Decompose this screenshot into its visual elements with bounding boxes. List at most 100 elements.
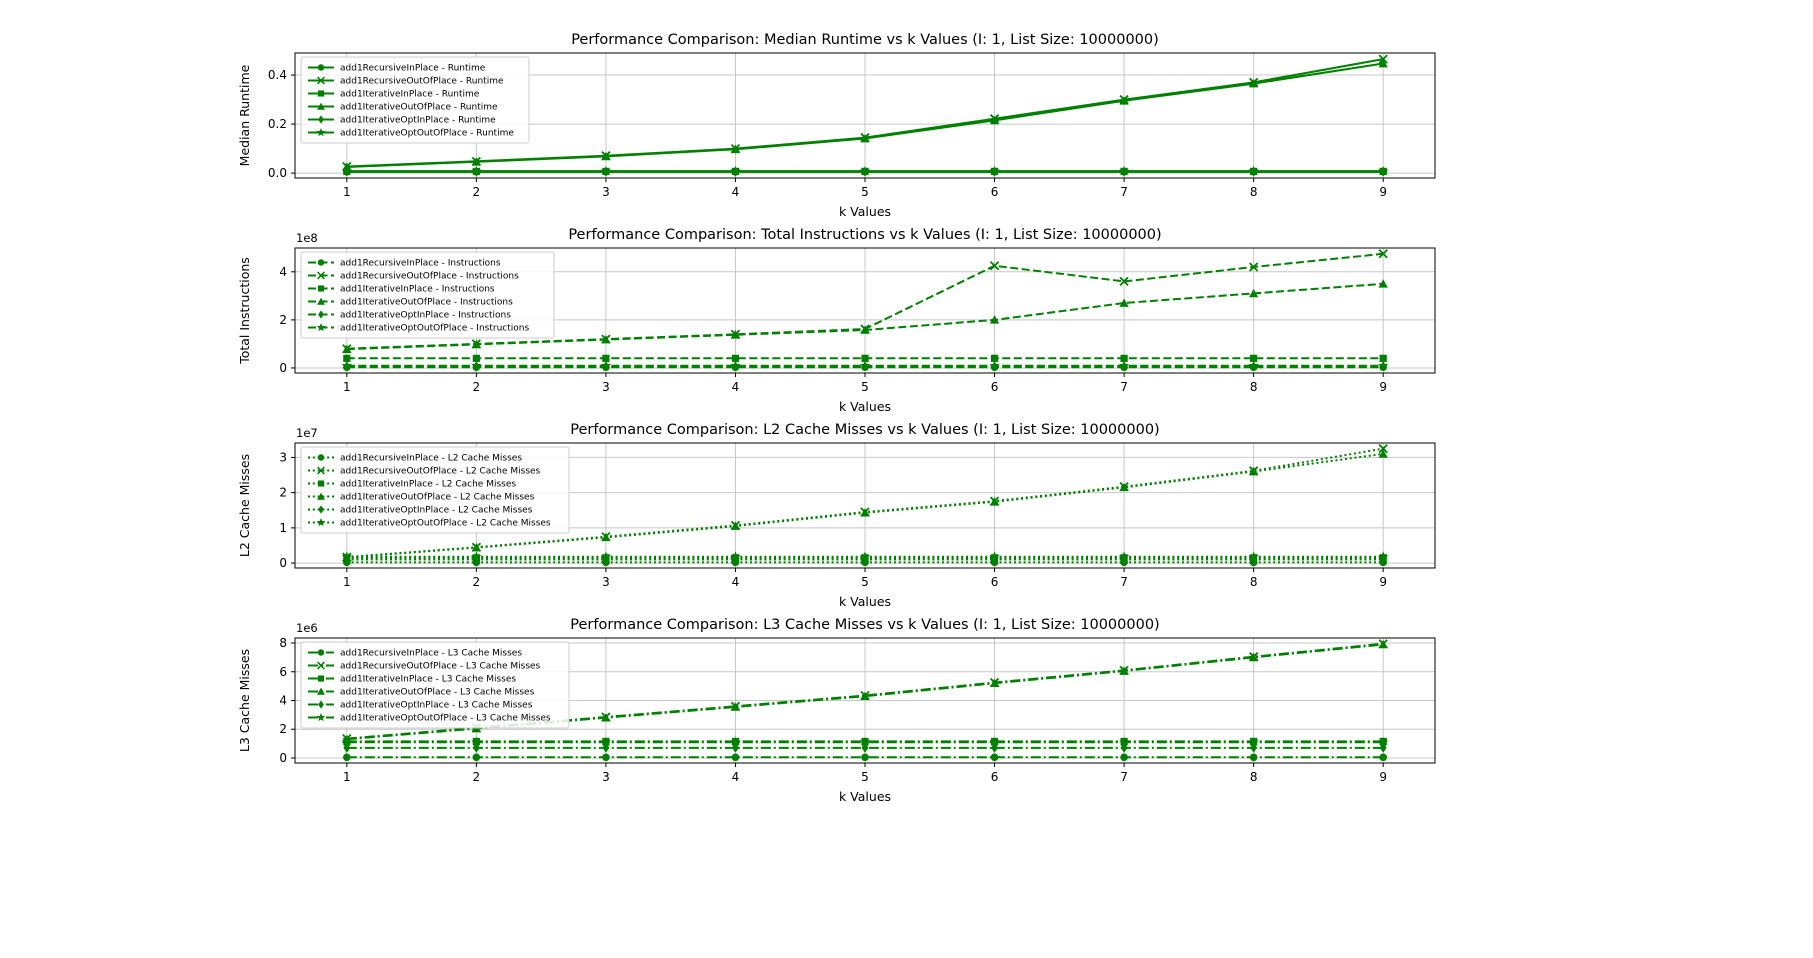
square-marker-icon (317, 480, 325, 487)
square-marker-icon (343, 354, 351, 362)
x-tick-label: 7 (1120, 380, 1128, 394)
y-axis-offset-label: 1e6 (296, 621, 318, 635)
legend-entry: add1IterativeInPlace - L3 Cache Misses (308, 675, 516, 685)
triangle-marker-icon (1378, 58, 1388, 68)
legend-label: add1RecursiveOutOfPlace - L2 Cache Misse… (340, 467, 541, 477)
star-marker-icon (1248, 551, 1259, 562)
x-tick-label: 7 (1120, 575, 1128, 589)
star-marker-icon (989, 551, 1000, 562)
x-tick-label: 8 (1250, 380, 1258, 394)
diamond-marker-icon (318, 700, 324, 709)
legend-label: add1IterativeInPlace - L2 Cache Misses (340, 480, 516, 490)
circle-marker-icon (602, 753, 610, 762)
star-marker-icon (600, 736, 611, 747)
x-marker-icon (1378, 249, 1388, 259)
star-marker-icon (1248, 165, 1259, 176)
circle-marker-icon (317, 259, 325, 266)
x-tick-label: 5 (861, 185, 869, 199)
star-marker-icon (989, 360, 1000, 371)
subplot-4-series-6 (341, 736, 1389, 747)
x-marker-icon (1378, 443, 1388, 454)
star-marker-icon (316, 517, 326, 527)
y-tick-label: 4 (279, 265, 287, 279)
legend-entry: add1IterativeOutOfPlace - Runtime (308, 102, 498, 113)
star-marker-icon (1119, 360, 1130, 371)
square-marker-icon (472, 354, 480, 362)
legend-label: add1RecursiveInPlace - Instructions (340, 259, 501, 269)
x-marker-icon (1248, 262, 1259, 272)
star-marker-icon (859, 736, 871, 747)
diamond-marker-icon (1379, 743, 1387, 753)
y-axis-label: Total Instructions (237, 257, 252, 365)
legend: add1RecursiveInPlace - L2 Cache Misses ad… (300, 446, 570, 534)
triangle-marker-icon (860, 133, 870, 143)
star-marker-icon (1119, 736, 1130, 747)
x-tick-label: 5 (861, 770, 869, 784)
x-tick-label: 4 (732, 380, 740, 394)
diamond-marker-icon (991, 743, 998, 753)
legend-entry: add1IterativeOptInPlace - Instructions (308, 310, 511, 321)
star-marker-icon (730, 551, 741, 562)
x-tick-label: 5 (861, 575, 869, 589)
triangle-marker-icon (1249, 288, 1259, 298)
star-marker-icon (1119, 551, 1130, 562)
y-axis-label: L3 Cache Misses (237, 649, 252, 752)
legend-label: add1IterativeInPlace - L3 Cache Misses (340, 675, 516, 685)
star-marker-icon (859, 165, 871, 176)
legend-label: add1RecursiveOutOfPlace - Instructions (340, 272, 519, 282)
diamond-marker-icon (1379, 554, 1387, 565)
subplot-2-series-3 (343, 354, 1387, 362)
triangle-marker-icon (1249, 79, 1259, 88)
star-marker-icon (1119, 165, 1130, 176)
square-marker-icon (731, 354, 740, 362)
legend-entry: add1RecursiveInPlace - L2 Cache Misses (308, 454, 522, 464)
legend-label: add1IterativeOptOutOfPlace - Instruction… (340, 324, 529, 334)
square-marker-icon (1120, 354, 1128, 362)
legend-label: add1IterativeOptOutOfPlace - L2 Cache Mi… (340, 519, 551, 529)
x-tick-label: 1 (343, 185, 351, 199)
triangle-marker-icon (342, 344, 352, 354)
legend-entry: add1IterativeOptOutOfPlace - L3 Cache Mi… (308, 712, 551, 724)
square-marker-icon (317, 90, 325, 97)
diamond-marker-icon (318, 115, 324, 124)
triangle-marker-icon (1378, 279, 1388, 288)
circle-marker-icon (472, 753, 481, 762)
triangle-marker-icon (860, 325, 870, 334)
square-marker-icon (990, 354, 999, 362)
star-marker-icon (316, 127, 326, 137)
x-tick-label: 6 (991, 185, 999, 199)
x-tick-label: 9 (1379, 185, 1387, 199)
y-tick-label: 6 (279, 665, 287, 679)
triangle-marker-icon (1378, 449, 1388, 458)
triangle-marker-icon (730, 144, 741, 154)
circle-marker-icon (317, 64, 325, 71)
x-tick-label: 9 (1379, 380, 1387, 394)
legend-label: add1RecursiveInPlace - L3 Cache Misses (340, 649, 522, 659)
star-marker-icon (859, 360, 871, 371)
square-marker-icon (1250, 354, 1258, 362)
legend-entry: add1IterativeInPlace - Runtime (308, 90, 480, 100)
y-tick-label: 2 (279, 722, 287, 736)
x-tick-label: 5 (861, 380, 869, 394)
diamond-marker-icon (861, 554, 869, 565)
legend-entry: add1RecursiveInPlace - L3 Cache Misses (308, 649, 522, 659)
star-marker-icon (1378, 165, 1389, 176)
legend-entry: add1IterativeOptInPlace - L2 Cache Misse… (308, 505, 533, 516)
x-tick-label: 4 (732, 575, 740, 589)
star-marker-icon (730, 736, 741, 747)
diamond-marker-icon (1120, 554, 1128, 565)
x-tick-label: 8 (1250, 770, 1258, 784)
circle-marker-icon (1120, 753, 1128, 762)
y-tick-label: 2 (279, 313, 287, 327)
legend-label: add1IterativeOutOfPlace - Runtime (340, 103, 498, 113)
triangle-marker-icon (1249, 466, 1259, 476)
x-tick-label: 8 (1250, 185, 1258, 199)
chart-title: Performance Comparison: L3 Cache Misses … (570, 617, 1159, 633)
triangle-marker-icon (471, 339, 481, 349)
star-marker-icon (1378, 551, 1389, 562)
